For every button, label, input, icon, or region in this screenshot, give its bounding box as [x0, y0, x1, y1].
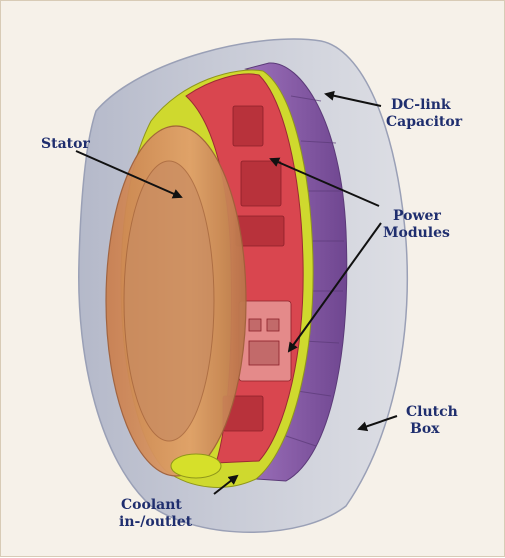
clutch-label-line2: Box [406, 421, 458, 438]
coolant-label-line1: Coolant [119, 497, 192, 514]
power-label-line2: Modules [383, 225, 450, 242]
power-modules-label: Power Modules [383, 208, 450, 242]
coolant-label: Coolant in-/outlet [119, 497, 192, 531]
coolant-label-line2: in-/outlet [119, 514, 192, 531]
clutch-box-label: Clutch Box [406, 404, 458, 438]
stator-label-text: Stator [41, 136, 90, 153]
power-label-line1: Power [383, 208, 450, 225]
dc-link-label-line1: DC-link [386, 97, 462, 114]
dc-link-label-line2: Capacitor [386, 114, 462, 131]
clutch-label-line1: Clutch [406, 404, 458, 421]
coolant-port [171, 454, 221, 478]
stator-label: Stator [41, 136, 90, 153]
stator-bore [124, 161, 214, 441]
dc-link-capacitor-label: DC-link Capacitor [386, 97, 462, 131]
